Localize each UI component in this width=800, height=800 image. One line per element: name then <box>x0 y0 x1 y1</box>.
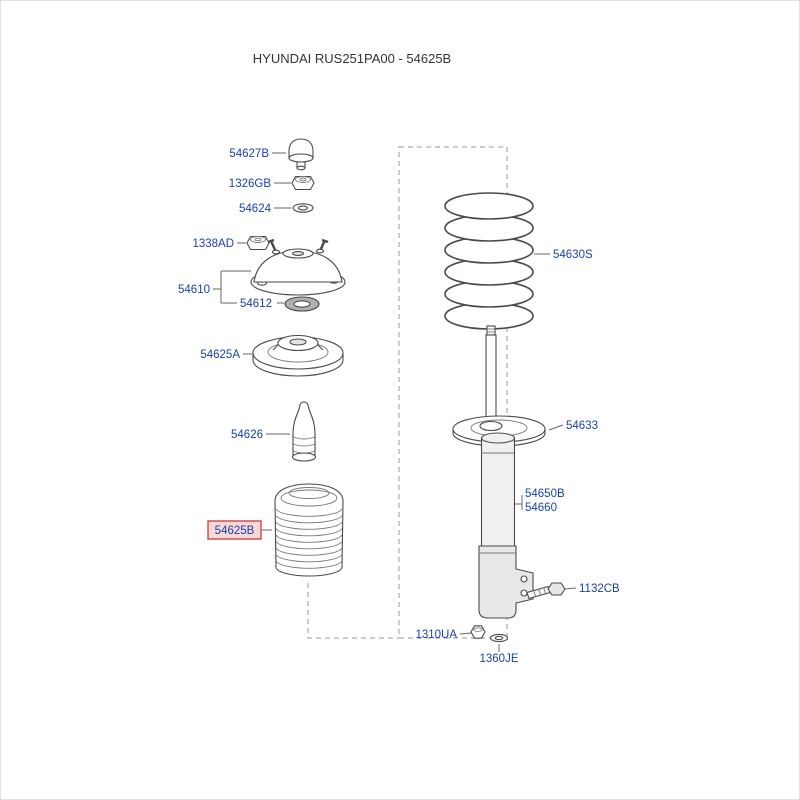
label-plain-washer[interactable]: 1360JE <box>479 653 518 665</box>
label-cap[interactable]: 54627B <box>229 148 269 160</box>
label-lock-nut[interactable]: 1326GB <box>229 178 272 190</box>
flange-nut-drawing <box>470 625 486 639</box>
label-flange-nut[interactable]: 1310UA <box>415 629 457 641</box>
cap-drawing <box>288 138 314 171</box>
strut-mount-drawing <box>250 238 346 296</box>
label-washer[interactable]: 54624 <box>239 203 272 215</box>
leader-lines <box>213 152 577 652</box>
assembly-dashed-box <box>398 146 508 639</box>
label-strut-front[interactable]: 54650B <box>525 488 565 500</box>
dashed-group <box>307 146 508 639</box>
label-strut-front-alt[interactable]: 54660 <box>525 502 557 514</box>
leader-strut-mount-bracket <box>213 270 251 304</box>
bearing-drawing <box>284 296 320 312</box>
lock-nut-drawing <box>291 175 315 191</box>
bracket-bolt-drawing <box>526 582 566 600</box>
label-lower-spring-seat[interactable]: 54633 <box>566 420 598 432</box>
strut-assembly-drawing <box>452 325 546 619</box>
label-bearing[interactable]: 54612 <box>240 298 272 310</box>
label-upper-spring-seat[interactable]: 54625A <box>200 349 240 361</box>
dust-cover-dashed-connector <box>307 583 399 639</box>
washer-drawing <box>292 203 314 213</box>
coil-spring-drawing <box>444 192 534 330</box>
diagram-title: HYUNDAI RUS251PA00 - 54625B <box>253 51 451 66</box>
bump-stopper-drawing <box>291 401 317 462</box>
leader-bracket-bolt <box>564 587 577 590</box>
highlight-box[interactable] <box>207 520 262 540</box>
label-mount-nut[interactable]: 1338AD <box>192 238 234 250</box>
leader-flange-nut <box>459 632 472 635</box>
part-labels: 54627B 1326GB 54624 1338AD 54610 54612 5… <box>178 148 620 665</box>
label-bracket-bolt[interactable]: 1132CB <box>579 583 620 595</box>
upper-spring-seat-drawing <box>252 334 344 377</box>
mount-nut-drawing <box>246 235 270 251</box>
leader-lower-spring-seat <box>548 424 564 431</box>
dust-cover-drawing <box>274 483 344 577</box>
label-coil-spring[interactable]: 54630S <box>553 249 593 261</box>
label-dust-cover[interactable]: 54625B <box>215 525 255 537</box>
label-bump-stopper[interactable]: 54626 <box>231 429 263 441</box>
strut-bracket-drawing <box>478 545 534 619</box>
label-strut-mount[interactable]: 54610 <box>178 284 210 296</box>
leader-strut-labels <box>515 495 523 510</box>
plain-washer-drawing <box>489 633 509 643</box>
